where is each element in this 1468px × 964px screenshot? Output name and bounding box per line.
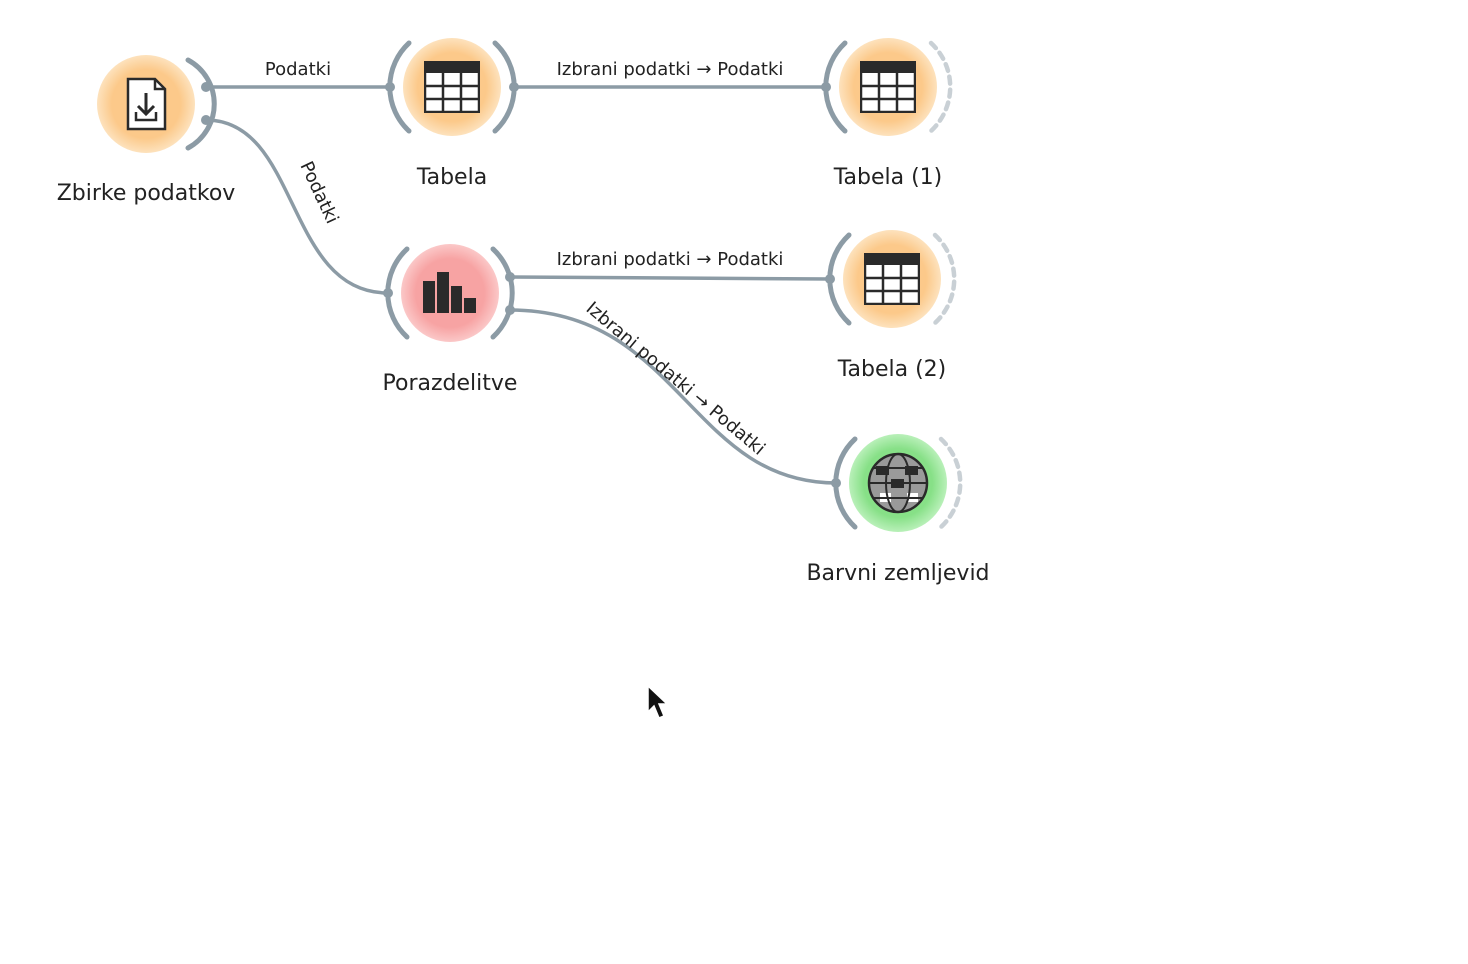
globe-icon — [867, 452, 929, 514]
node-label: Barvni zemljevid — [806, 561, 989, 586]
node-label: Zbirke podatkov — [57, 181, 236, 206]
link-label: Izbrani podatki → Podatki — [557, 249, 784, 270]
link-porazdelitve-barvni[interactable]: Izbrani podatki → Podatki — [509, 298, 837, 485]
node-tabela-1[interactable]: Tabela (1) — [821, 38, 953, 190]
link-label: Podatki — [295, 158, 342, 227]
node-zbirke-podatkov[interactable]: Zbirke podatkov — [57, 55, 236, 206]
link-label: Podatki — [265, 59, 331, 80]
link-label: Izbrani podatki → Podatki — [557, 59, 784, 80]
mouse-cursor-icon — [647, 684, 669, 719]
link-porazdelitve-tabela2[interactable]: Izbrani podatki → Podatki — [509, 249, 831, 281]
link-tabela-tabela1[interactable]: Izbrani podatki → Podatki — [514, 59, 826, 89]
file-download-icon — [126, 77, 167, 131]
node-label: Porazdelitve — [383, 371, 518, 396]
node-label: Tabela — [416, 165, 487, 190]
link-zbirke-porazdelitve[interactable]: Podatki — [205, 118, 389, 295]
bar-chart-icon — [423, 272, 476, 313]
node-label: Tabela (1) — [833, 165, 943, 190]
node-label: Tabela (2) — [837, 357, 947, 382]
node-tabela-2[interactable]: Tabela (2) — [825, 230, 957, 382]
link-label: Izbrani podatki → Podatki — [582, 298, 769, 460]
table-icon — [864, 253, 920, 305]
link-zbirke-tabela[interactable]: Podatki — [206, 59, 390, 89]
node-tabela[interactable]: Tabela — [385, 38, 519, 190]
node-porazdelitve[interactable]: Porazdelitve — [383, 244, 518, 396]
node-barvni-zemljevid[interactable]: Barvni zemljevid — [806, 434, 990, 586]
table-icon — [860, 61, 916, 113]
table-icon — [424, 61, 480, 113]
